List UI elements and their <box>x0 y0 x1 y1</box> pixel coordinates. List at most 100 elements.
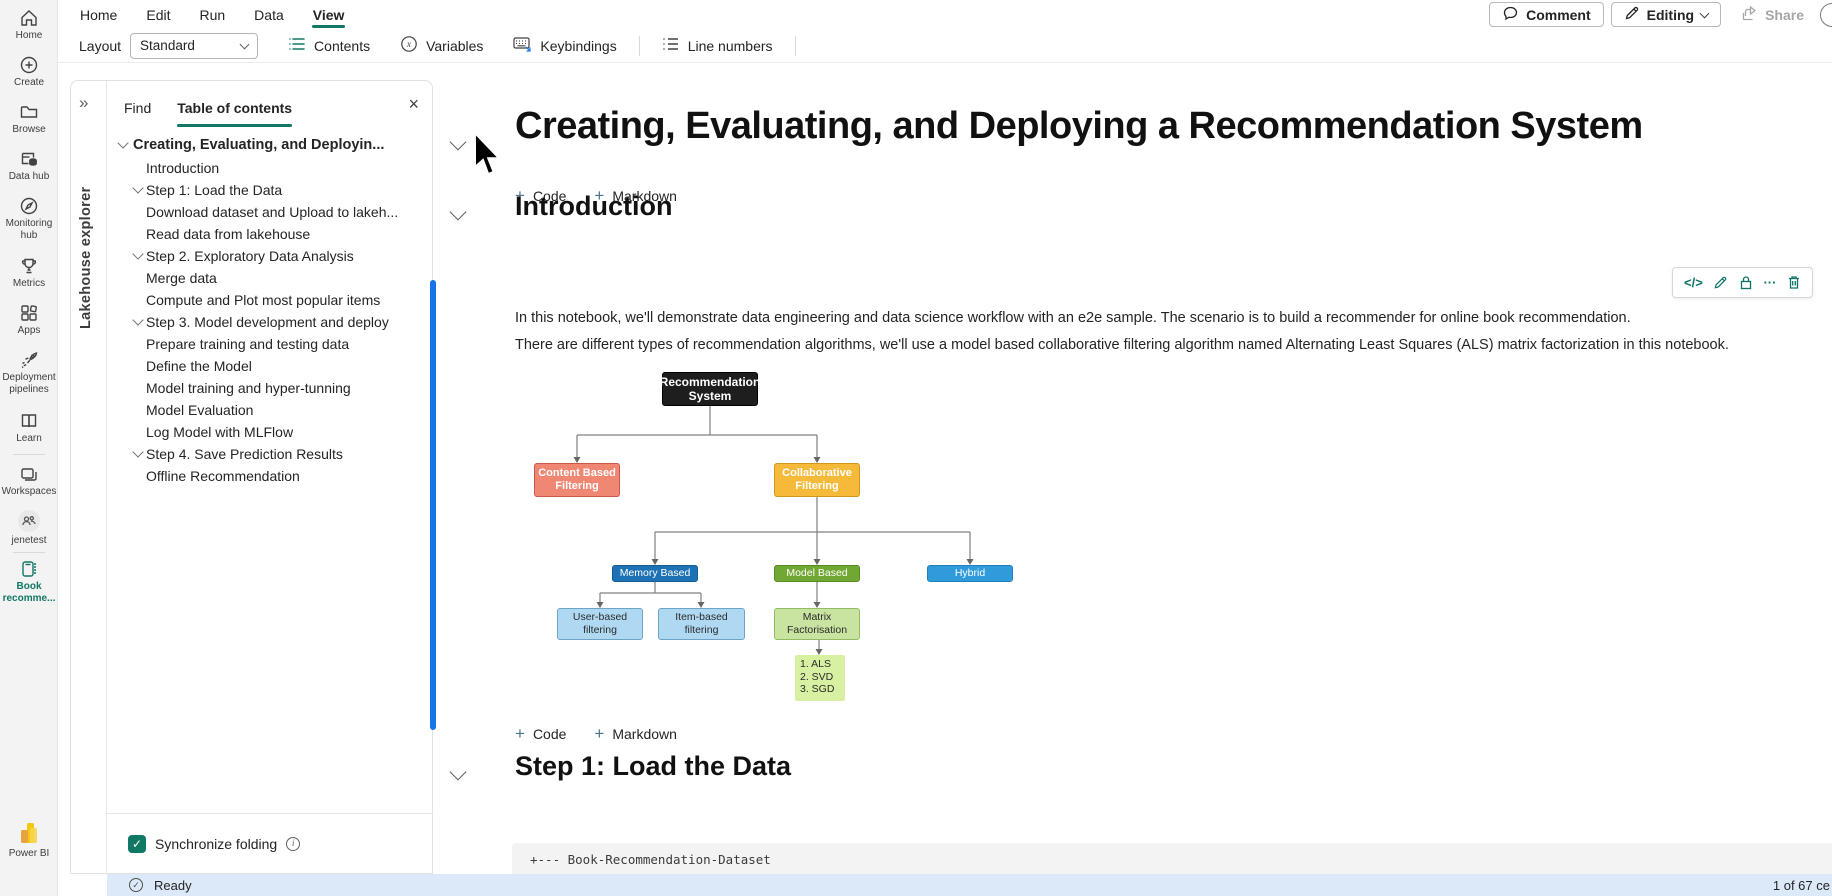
add-markdown-button[interactable]: +Markdown <box>594 187 677 204</box>
keybindings-icon <box>513 36 532 55</box>
toc-item[interactable]: Compute and Plot most popular items <box>107 289 433 311</box>
toc-item[interactable]: Merge data <box>107 267 433 289</box>
workspaces-icon <box>0 464 58 484</box>
menu-tab-home[interactable]: Home <box>80 6 118 23</box>
nav-label: Apps <box>17 325 41 336</box>
chevron-down-icon[interactable] <box>132 182 144 194</box>
diagram-connectors <box>573 406 974 655</box>
svg-text:x: x <box>406 39 411 49</box>
tab-find[interactable]: Find <box>124 100 152 116</box>
toc-item[interactable]: Step 4. Save Prediction Results <box>107 443 433 465</box>
nav-item-data-hub[interactable]: Data hub <box>0 149 58 183</box>
menu-tab-data[interactable]: Data <box>254 6 284 23</box>
contents-button[interactable]: Contents <box>288 36 370 55</box>
toc-item[interactable]: Model Evaluation <box>107 399 433 421</box>
toc-item-label: Step 2. Exploratory Data Analysis <box>146 248 354 264</box>
code-cell-text: +--- Book-Recommendation-Dataset <box>530 852 771 867</box>
toc-item[interactable]: Define the Model <box>107 355 433 377</box>
add-markdown-label: Markdown <box>612 188 677 204</box>
recommendation-diagram: Recommendation System Content Based Filt… <box>440 365 1140 710</box>
nav-item-book-recommendation[interactable]: Book recomme... <box>0 559 58 605</box>
diagram-node-hybrid: Hybrid <box>927 565 1013 582</box>
delete-cell-icon[interactable] <box>1787 275 1801 290</box>
nav-item-create[interactable]: Create <box>0 55 58 89</box>
toc-item-label: Download dataset and Upload to lakeh... <box>146 204 399 220</box>
chevron-down-icon[interactable] <box>449 763 467 781</box>
toc-item[interactable]: Step 2. Exploratory Data Analysis <box>107 245 433 267</box>
chevron-down-icon[interactable] <box>449 133 467 151</box>
add-markdown-button[interactable]: +Markdown <box>594 725 677 742</box>
toc-item[interactable]: Model training and hyper-tunning <box>107 377 433 399</box>
share-icon <box>1741 5 1758 25</box>
share-label: Share <box>1765 6 1804 23</box>
chevron-down-icon[interactable] <box>132 446 144 458</box>
synchronize-folding-row: ✓ Synchronize folding i <box>128 835 301 853</box>
add-code-button[interactable]: +Code <box>515 725 566 742</box>
chevron-down-icon[interactable] <box>449 203 467 221</box>
menu-tab-edit[interactable]: Edit <box>146 6 171 23</box>
chevron-down-icon[interactable] <box>132 314 144 326</box>
power-bi-icon <box>0 820 58 846</box>
contents-icon <box>288 36 306 55</box>
diagram-node-collaborative-filtering: Collaborative Filtering <box>774 463 860 497</box>
toc-item[interactable]: Creating, Evaluating, and Deployin... <box>107 133 433 157</box>
chevron-down-icon[interactable] <box>132 248 144 260</box>
toc-item[interactable]: Prepare training and testing data <box>107 333 433 355</box>
keybindings-button[interactable]: Keybindings <box>513 36 617 55</box>
panel-resize-scrollbar[interactable] <box>430 280 436 730</box>
toc-item[interactable]: Read data from lakehouse <box>107 223 433 245</box>
nav-item-apps[interactable]: Apps <box>0 303 58 337</box>
comment-button[interactable]: Comment <box>1489 2 1604 27</box>
notebook-canvas: Creating, Evaluating, and Deploying a Re… <box>440 63 1832 874</box>
add-code-label: Code <box>532 188 567 204</box>
nav-item-monitoring-hub[interactable]: Monitoring hub <box>0 196 58 242</box>
nav-item-jenetest[interactable]: jenetest <box>0 509 58 547</box>
nav-item-home[interactable]: Home <box>0 8 58 42</box>
toc-item[interactable]: Download dataset and Upload to lakeh... <box>107 201 433 223</box>
nav-item-deployment-pipelines[interactable]: Deployment pipelines <box>0 350 58 396</box>
synchronize-folding-checkbox[interactable]: ✓ <box>128 835 146 853</box>
workspace-avatar-icon <box>0 509 58 533</box>
line-numbers-button[interactable]: Line numbers <box>662 36 773 55</box>
nav-item-workspaces[interactable]: Workspaces <box>0 464 58 498</box>
menu-bar: Home Edit Run Data View Comment Editing … <box>58 0 1832 29</box>
step1-heading: Step 1: Load the Data <box>515 751 792 781</box>
tab-table-of-contents[interactable]: Table of contents <box>177 93 292 127</box>
info-icon[interactable]: i <box>286 837 301 851</box>
add-code-button[interactable]: +Code <box>515 187 567 204</box>
lock-cell-icon[interactable] <box>1739 275 1753 290</box>
chevron-down-icon[interactable] <box>117 137 129 149</box>
toc-item[interactable]: Step 3. Model development and deploy <box>107 311 433 333</box>
intro-paragraph-1: In this notebook, we'll demonstrate data… <box>515 310 1631 326</box>
account-avatar-icon[interactable] <box>1820 3 1832 27</box>
toc-item-label: Step 1: Load the Data <box>146 182 283 198</box>
nav-item-browse[interactable]: Browse <box>0 102 58 136</box>
code-cell[interactable]: +--- Book-Recommendation-Dataset <box>512 843 1832 874</box>
toc-item[interactable]: Step 1: Load the Data <box>107 179 433 201</box>
editing-mode-button[interactable]: Editing <box>1610 2 1722 27</box>
toc-item-label: Model training and hyper-tunning <box>146 380 351 396</box>
monitoring-hub-icon <box>0 196 58 216</box>
variables-button[interactable]: x Variables <box>400 35 483 56</box>
product-logo: Power BI <box>0 820 58 860</box>
share-button[interactable]: Share <box>1728 2 1817 27</box>
diagram-node-item-based-filtering: Item-based filtering <box>658 608 745 640</box>
convert-to-code-icon[interactable]: </> <box>1684 275 1703 290</box>
menu-tab-run[interactable]: Run <box>199 6 226 23</box>
toc-item[interactable]: Offline Recommendation <box>107 465 433 487</box>
menu-tab-view[interactable]: View <box>311 3 346 28</box>
toc-item-label: Merge data <box>146 270 217 286</box>
editing-label: Editing <box>1646 6 1695 23</box>
add-markdown-label: Markdown <box>612 726 677 742</box>
more-options-icon[interactable]: ··· <box>1763 275 1777 290</box>
lakehouse-explorer-label[interactable]: Lakehouse explorer <box>78 186 94 329</box>
nav-item-learn[interactable]: Learn <box>0 411 58 445</box>
close-icon[interactable]: × <box>408 94 419 114</box>
edit-cell-icon[interactable] <box>1713 275 1728 290</box>
notebook-title: Creating, Evaluating, and Deploying a Re… <box>515 105 1643 147</box>
toc-item[interactable]: Log Model with MLFlow <box>107 421 433 443</box>
layout-select[interactable]: Standard <box>130 32 259 59</box>
expand-panel-icon[interactable]: » <box>79 93 89 112</box>
nav-item-metrics[interactable]: Metrics <box>0 256 58 290</box>
toc-item[interactable]: Introduction <box>107 157 433 179</box>
